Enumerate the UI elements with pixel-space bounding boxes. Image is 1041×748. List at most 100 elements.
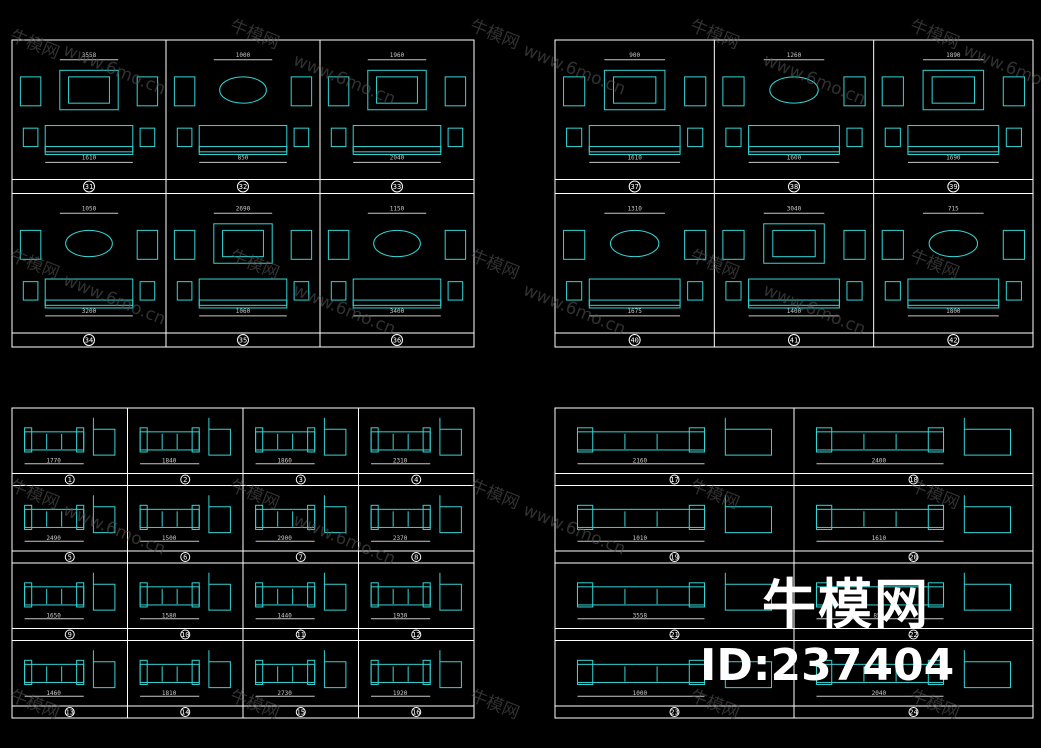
chair-side — [724, 583, 773, 611]
round-table — [373, 229, 421, 258]
chair-side — [208, 428, 231, 456]
sofa-plan — [352, 125, 442, 153]
number-circle — [83, 334, 95, 346]
sofa-back — [576, 508, 706, 528]
sofa-arm — [927, 582, 945, 608]
number-circle — [64, 629, 75, 640]
sofa-arm — [24, 582, 33, 608]
sofa-plan — [907, 278, 1000, 306]
side-table — [330, 127, 347, 148]
armchair — [444, 229, 467, 260]
armchair — [684, 229, 707, 260]
armchair — [563, 76, 586, 107]
coffee-table — [367, 69, 427, 111]
dimension-label: 1610 — [82, 155, 97, 162]
sofa-arm — [191, 504, 200, 530]
chair-side — [92, 583, 116, 611]
coffee-table-top — [612, 76, 657, 104]
sofa-arm — [76, 427, 85, 453]
side-table — [1005, 127, 1022, 148]
dimension-label: 2040 — [872, 690, 887, 697]
dimension-label: 2160 — [633, 458, 648, 465]
chair-side — [439, 583, 462, 611]
side-table — [22, 127, 39, 148]
dimension-label: 3558 — [633, 613, 648, 620]
sofa-arm — [139, 427, 148, 453]
dimension-label: 850 — [238, 155, 249, 162]
number-circle — [180, 629, 191, 640]
sofa-back-plan — [588, 299, 681, 309]
sofa-arm — [139, 659, 148, 685]
number-circle — [908, 474, 919, 485]
sofa-back — [576, 431, 706, 451]
sofa-back-plan — [588, 146, 681, 155]
number-circle — [628, 180, 641, 193]
coffee-table-top — [772, 229, 816, 258]
sofa-arm — [815, 427, 833, 453]
sofa-back-plan — [198, 299, 288, 309]
drawing-number: 15 — [297, 709, 305, 717]
sofa-arm — [139, 504, 148, 530]
panel-bl: 1177021840318604231052490615007290082370… — [11, 407, 475, 719]
drawing-number: 3 — [299, 476, 303, 484]
dimension-label: 1050 — [82, 206, 97, 213]
drawing-number: 9 — [68, 631, 72, 639]
chair-side — [724, 428, 773, 456]
sofa-arm — [255, 504, 264, 530]
sofa-plan — [198, 278, 288, 306]
sofa-arm — [576, 582, 594, 608]
drawing-number: 18 — [909, 476, 917, 484]
drawing-number: 20 — [909, 554, 917, 562]
sofa-back — [370, 431, 431, 451]
armchair — [722, 229, 745, 260]
drawing-number: 13 — [66, 709, 74, 717]
dimension-label: 1500 — [162, 535, 177, 542]
dimension-label: 1810 — [162, 690, 177, 697]
chair-side — [439, 428, 462, 456]
number-circle — [411, 629, 422, 640]
sofa-back-plan — [352, 146, 442, 155]
side-table — [846, 127, 863, 148]
sofa-arm — [76, 504, 85, 530]
drawing-number: 8 — [414, 554, 418, 562]
dimension-label: 715 — [948, 206, 959, 213]
sofa-back — [139, 663, 200, 683]
sofa-arm — [255, 659, 264, 685]
drawing-number: 23 — [670, 709, 678, 717]
dimension-label: 2490 — [46, 535, 61, 542]
dimension-label: 1840 — [162, 458, 177, 465]
sofa-arm — [24, 504, 33, 530]
sofa-arm — [255, 427, 264, 453]
coffee-table — [59, 69, 119, 111]
sofa-back — [24, 431, 85, 451]
armchair — [136, 229, 159, 260]
side-table — [139, 281, 156, 301]
number-circle — [295, 707, 306, 717]
number-circle — [908, 707, 919, 717]
drawing-number: 5 — [68, 554, 72, 562]
brand-id-text: ID:237404 — [700, 640, 955, 691]
round-table — [219, 76, 267, 104]
number-circle — [669, 474, 680, 485]
armchair — [327, 229, 350, 260]
sofa-arm — [370, 427, 379, 453]
chair-side — [92, 661, 116, 689]
sofa-arm — [191, 659, 200, 685]
chair-side — [963, 506, 1012, 534]
drawing-number: 4 — [414, 476, 418, 484]
coffee-table-top — [222, 229, 264, 258]
armchair — [173, 76, 196, 107]
side-table — [139, 127, 156, 148]
sofa-arm — [307, 427, 316, 453]
panel-tr: 3716109003816001260391690189040167513104… — [554, 39, 1034, 348]
sofa-plan — [588, 278, 681, 306]
